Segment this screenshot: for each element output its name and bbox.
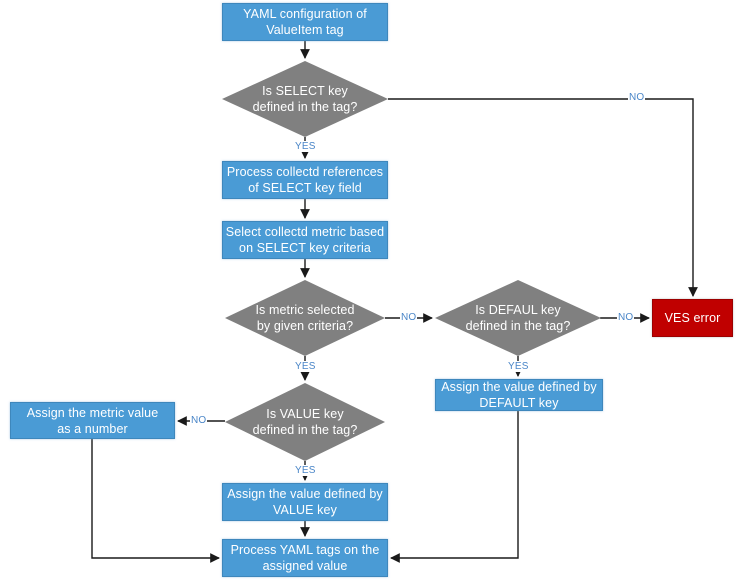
node-metric-selected-label: Is metric selected by given criteria? (243, 302, 368, 334)
node-assign-metric-number[interactable]: Assign the metric value as a number (10, 402, 175, 439)
node-value-key-decision[interactable]: Is VALUE key defined in the tag? (225, 383, 385, 461)
node-select-metric-line1: Select collectd metric based (225, 225, 385, 239)
edge-label-default-no: NO (617, 312, 635, 323)
edge-select-no-to-veserror (388, 98, 698, 297)
node-assign-default-line2: DEFAULT key (479, 396, 559, 410)
node-default-key-line1: Is DEFAUL key (475, 303, 561, 317)
node-start[interactable]: YAML configuration of ValueItem tag (222, 3, 388, 41)
node-select-metric-label: Select collectd metric based on SELECT k… (226, 224, 384, 256)
edge-label-metric-yes: YES (294, 361, 317, 372)
node-default-key-label: Is DEFAUL key defined in the tag? (453, 302, 582, 334)
edge-number-to-tags (91, 439, 220, 563)
node-select-key-line1: Is SELECT key (262, 84, 348, 98)
node-assign-number-line2: as a number (57, 421, 128, 436)
edge-label-metric-no: NO (400, 312, 418, 323)
node-select-key-decision[interactable]: Is SELECT key defined in the tag? (222, 61, 388, 137)
node-assign-value-line1: Assign the value defined by (227, 487, 383, 501)
edge-label-value-yes: YES (294, 465, 317, 476)
node-select-key-line2: defined in the tag? (252, 100, 358, 114)
node-ves-error[interactable]: VES error (652, 299, 733, 337)
node-process-tags-line1: Process YAML tags on the (230, 543, 380, 557)
node-start-line2: ValueItem tag (266, 23, 344, 37)
node-process-tags-line2: assigned value (262, 559, 348, 573)
node-default-key-decision[interactable]: Is DEFAUL key defined in the tag? (435, 280, 601, 356)
edge-label-value-no: NO (190, 415, 208, 426)
node-assign-number-label: Assign the metric value as a number (27, 405, 159, 437)
node-assign-value-line2: VALUE key (273, 503, 337, 517)
node-select-key-label: Is SELECT key defined in the tag? (240, 83, 369, 115)
node-process-yaml-tags[interactable]: Process YAML tags on the assigned value (222, 539, 388, 577)
node-process-refs-label: Process collectd references of SELECT ke… (227, 164, 383, 196)
node-start-line1: YAML configuration of (243, 7, 367, 21)
node-assign-number-line1: Assign the metric value (26, 405, 159, 420)
edge-label-select-yes: YES (294, 141, 317, 152)
edge-label-default-yes: YES (507, 361, 530, 372)
node-select-collectd-metric[interactable]: Select collectd metric based on SELECT k… (222, 221, 388, 259)
node-value-key-line1: Is VALUE key (266, 407, 344, 421)
node-assign-default-label: Assign the value defined by DEFAULT key (441, 379, 597, 411)
node-metric-selected-line1: Is metric selected (255, 303, 355, 317)
node-assign-value-label: Assign the value defined by VALUE key (227, 486, 383, 518)
node-assign-value-key[interactable]: Assign the value defined by VALUE key (222, 483, 388, 521)
node-process-refs-line1: Process collectd references (226, 165, 384, 179)
edge-assigndefault-to-tags (390, 411, 519, 563)
node-value-key-label: Is VALUE key defined in the tag? (243, 406, 368, 438)
node-process-refs-line2: of SELECT key field (248, 181, 362, 195)
node-select-metric-line2: on SELECT key criteria (239, 241, 371, 255)
node-value-key-line2: defined in the tag? (252, 423, 358, 437)
node-process-collectd-references[interactable]: Process collectd references of SELECT ke… (222, 161, 388, 199)
node-metric-selected-line2: by given criteria? (256, 319, 354, 333)
node-start-label: YAML configuration of ValueItem tag (243, 6, 367, 38)
node-assign-default-value[interactable]: Assign the value defined by DEFAULT key (435, 379, 603, 411)
node-ves-error-label: VES error (664, 311, 721, 325)
node-process-tags-label: Process YAML tags on the assigned value (231, 542, 380, 574)
node-metric-selected-decision[interactable]: Is metric selected by given criteria? (225, 280, 385, 356)
edge-label-select-no: NO (628, 92, 646, 103)
node-default-key-line2: defined in the tag? (465, 319, 571, 333)
node-assign-default-line1: Assign the value defined by (441, 380, 597, 394)
